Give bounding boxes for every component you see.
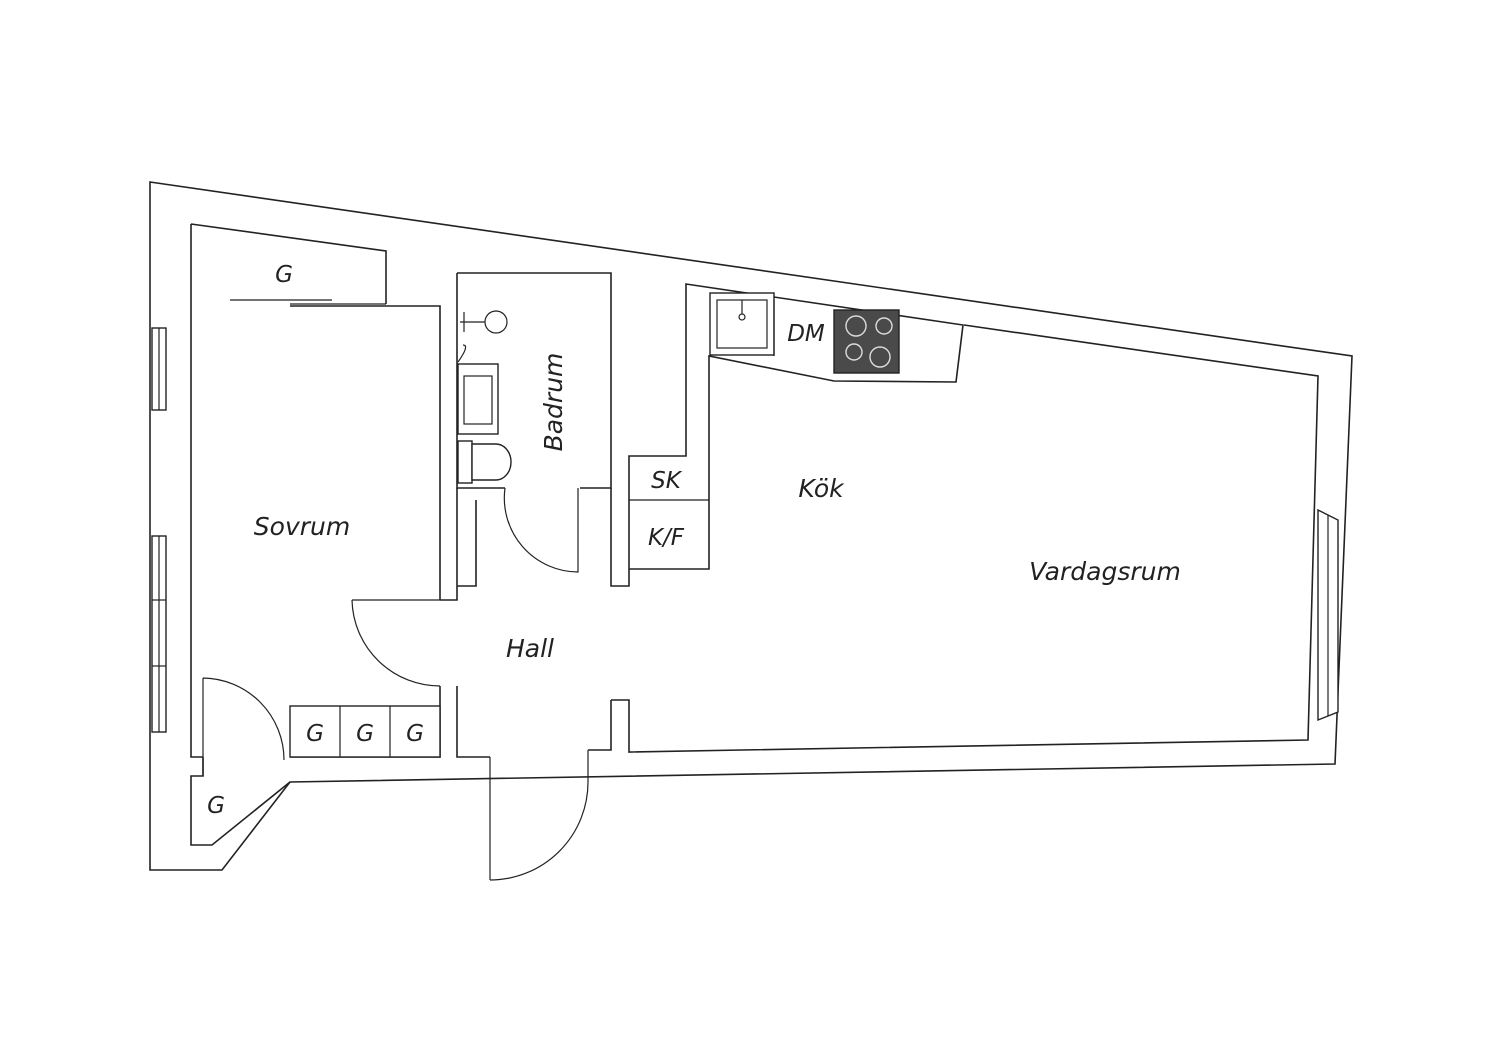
fixture-label-sk: SK (651, 468, 683, 494)
toilet-icon (457, 440, 512, 484)
vardagsrum-window (1317, 508, 1339, 722)
hall-lower-right (611, 324, 1319, 753)
room-label-hall: Hall (506, 634, 554, 663)
room-label-badrum: Badrum (539, 353, 568, 452)
entrance-door (489, 750, 589, 881)
room-label-kok: Kök (798, 474, 845, 503)
sink-icon (457, 344, 499, 435)
room-label-vardagsrum: Vardagsrum (1029, 557, 1181, 586)
sovrum-door (351, 599, 441, 687)
wardrobe-label-1: G (306, 721, 324, 747)
hall-wall-right (610, 283, 964, 587)
sovrum-window-top (151, 327, 167, 411)
badrum-door (503, 487, 579, 573)
fixture-label-dm: DM (787, 321, 825, 347)
wardrobe-label-top: G (275, 262, 293, 288)
sovrum-wall (190, 223, 387, 758)
kitchen-sink-icon (709, 292, 775, 356)
corner-wardrobe-door (202, 677, 285, 776)
stove-icon (833, 309, 900, 374)
room-label-sovrum: Sovrum (254, 512, 350, 541)
hall-wall-left (440, 488, 490, 758)
wardrobe-label-corner: G (207, 793, 225, 819)
shower-icon (460, 310, 508, 334)
fixture-label-kf: K/F (648, 525, 685, 551)
wardrobe-label-2: G (356, 721, 374, 747)
hall-inner-stub (457, 500, 477, 587)
hall-lower-stub (588, 700, 612, 751)
sovrum-window-bottom (151, 535, 167, 733)
wardrobe-label-3: G (406, 721, 424, 747)
wardrobe-row (289, 705, 441, 758)
